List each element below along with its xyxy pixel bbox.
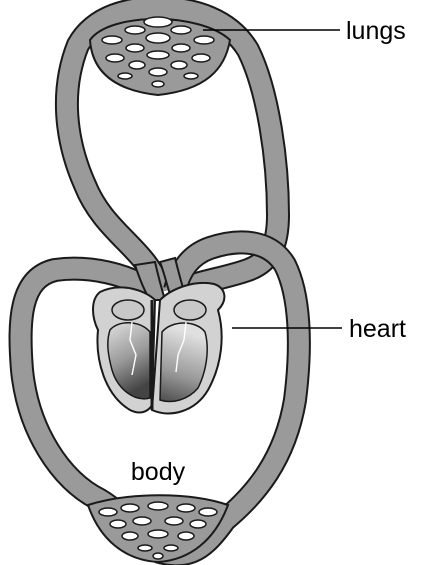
label-body: body [131, 458, 186, 486]
label-heart: heart [349, 315, 406, 343]
lung-capillary-bed [90, 17, 230, 95]
label-lungs: lungs [346, 17, 406, 45]
right-atrium [174, 300, 206, 320]
left-atrium [112, 300, 144, 320]
